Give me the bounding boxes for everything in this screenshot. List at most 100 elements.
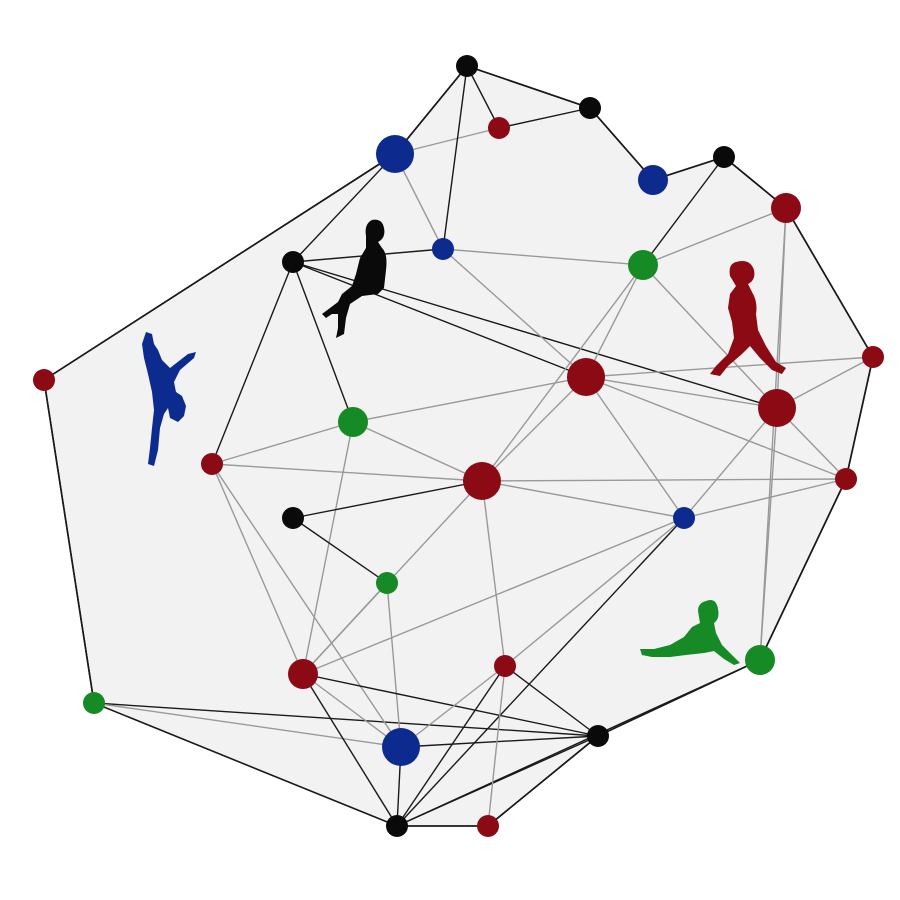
edge-r9-b6 [302, 673, 599, 737]
node-blue-bl5 [382, 728, 420, 766]
hull-edge-r4-r7 [845, 356, 874, 480]
edge-r11-bl5 [400, 665, 506, 748]
node-red-r11 [494, 655, 516, 677]
edge-bl4-r7 [683, 478, 847, 519]
edge-g3-r9 [302, 582, 388, 675]
edge-r7-r6 [481, 478, 847, 482]
node-black-b3 [713, 146, 735, 168]
edge-bl5-b6 [400, 735, 599, 748]
edge-g1-r5 [352, 376, 587, 423]
edge-r9-bl4 [302, 517, 685, 675]
edge-g2-r5 [585, 264, 644, 378]
node-green-g1 [338, 407, 368, 437]
reclining-figure-icon [640, 600, 740, 665]
edge-b1-r1 [466, 65, 500, 129]
edge-b5-g3 [292, 517, 388, 584]
hull-edge-g5-r3 [43, 379, 95, 704]
node-blue-bl3 [432, 238, 454, 260]
hull-edge-g4-b6 [597, 659, 761, 737]
node-green-g4 [745, 645, 775, 675]
network-hull [44, 66, 873, 826]
edge-bl3-r5 [442, 248, 587, 378]
edge-bl4-r11 [504, 517, 685, 667]
edge-b7-b6 [396, 735, 599, 827]
node-blue-bl1 [376, 135, 414, 173]
edge-bl3-g2 [442, 248, 644, 266]
edge-r6-r11 [481, 480, 506, 667]
handstand-figure-icon [142, 332, 196, 466]
node-red-r3 [33, 369, 55, 391]
edge-g2-r8 [642, 264, 778, 409]
hull-edge-r7-g4 [759, 478, 847, 661]
hull-edge-b7-g5 [93, 702, 398, 827]
edge-r5-r8 [585, 376, 778, 409]
edge-r5-r6 [481, 376, 587, 482]
node-red-r6 [463, 462, 501, 500]
edge-b4-g1 [292, 261, 354, 423]
edge-r5-r7 [585, 376, 847, 480]
hull-edge-r2-r4 [785, 207, 874, 358]
edge-r5-r4 [585, 356, 874, 378]
edge-r9-bl5 [302, 673, 402, 748]
edge-b3-g2 [642, 156, 725, 266]
edge-g3-bl5 [386, 582, 402, 748]
node-red-r9 [288, 659, 318, 689]
node-black-b2 [579, 97, 601, 119]
edge-r1-b2 [498, 107, 591, 129]
edge-b7-r11 [396, 665, 506, 827]
edge-r12-r11 [487, 665, 506, 827]
edge-group [43, 65, 874, 827]
edge-b7-r9 [302, 673, 398, 827]
node-red-r8 [758, 389, 796, 427]
node-black-b1 [456, 55, 478, 77]
node-black-b5 [282, 507, 304, 529]
seated-figure-icon [322, 219, 387, 338]
node-black-b4 [282, 251, 304, 273]
node-red-r12 [477, 815, 499, 837]
edge-g2-r2 [642, 207, 787, 266]
edge-b1-bl3 [442, 65, 468, 250]
hull-edge-r3-bl1 [43, 153, 396, 381]
node-red-r1 [488, 117, 510, 139]
walking-figure-icon [710, 261, 786, 376]
hull-edge-b6-r12 [487, 735, 599, 827]
edge-g2-r6 [481, 264, 644, 482]
node-red-r4 [862, 346, 884, 368]
node-red-r7 [835, 468, 857, 490]
edge-g1-r6 [352, 421, 483, 482]
node-red-r2 [771, 193, 801, 223]
edge-bl1-b4 [292, 153, 396, 263]
edge-r6-bl4 [481, 480, 685, 519]
edge-bl4-b7 [396, 517, 685, 827]
node-black-b6 [587, 725, 609, 747]
edge-r6-r10 [211, 463, 483, 482]
figure-group [142, 219, 786, 665]
node-blue-bl2 [638, 165, 668, 195]
edge-r8-bl4 [683, 407, 778, 519]
hull-edge-b1-b2 [466, 65, 591, 109]
edge-g4-r8 [759, 407, 778, 661]
edge-r10-r9 [211, 463, 304, 675]
node-red-r10 [201, 453, 223, 475]
node-green-g2 [628, 250, 658, 280]
edge-r10-g1 [211, 421, 354, 465]
hull-edge-b2-bl2 [589, 107, 654, 181]
edge-g1-r9 [302, 421, 354, 675]
edge-b4-r5 [292, 261, 587, 378]
edge-g5-bl5 [93, 702, 402, 748]
edge-b6-g5 [93, 702, 599, 737]
edge-r5-bl4 [585, 376, 685, 519]
node-red-r5 [567, 358, 605, 396]
edge-g4-r2 [759, 207, 787, 661]
edge-r11-b6 [504, 665, 599, 737]
edge-r10-bl5 [211, 463, 402, 748]
hull-area [44, 66, 873, 826]
node-black-b7 [386, 815, 408, 837]
node-group [33, 55, 884, 837]
node-green-g5 [83, 692, 105, 714]
edge-b4-r10 [211, 261, 294, 465]
node-green-g3 [376, 572, 398, 594]
edge-r6-b5 [292, 480, 483, 519]
